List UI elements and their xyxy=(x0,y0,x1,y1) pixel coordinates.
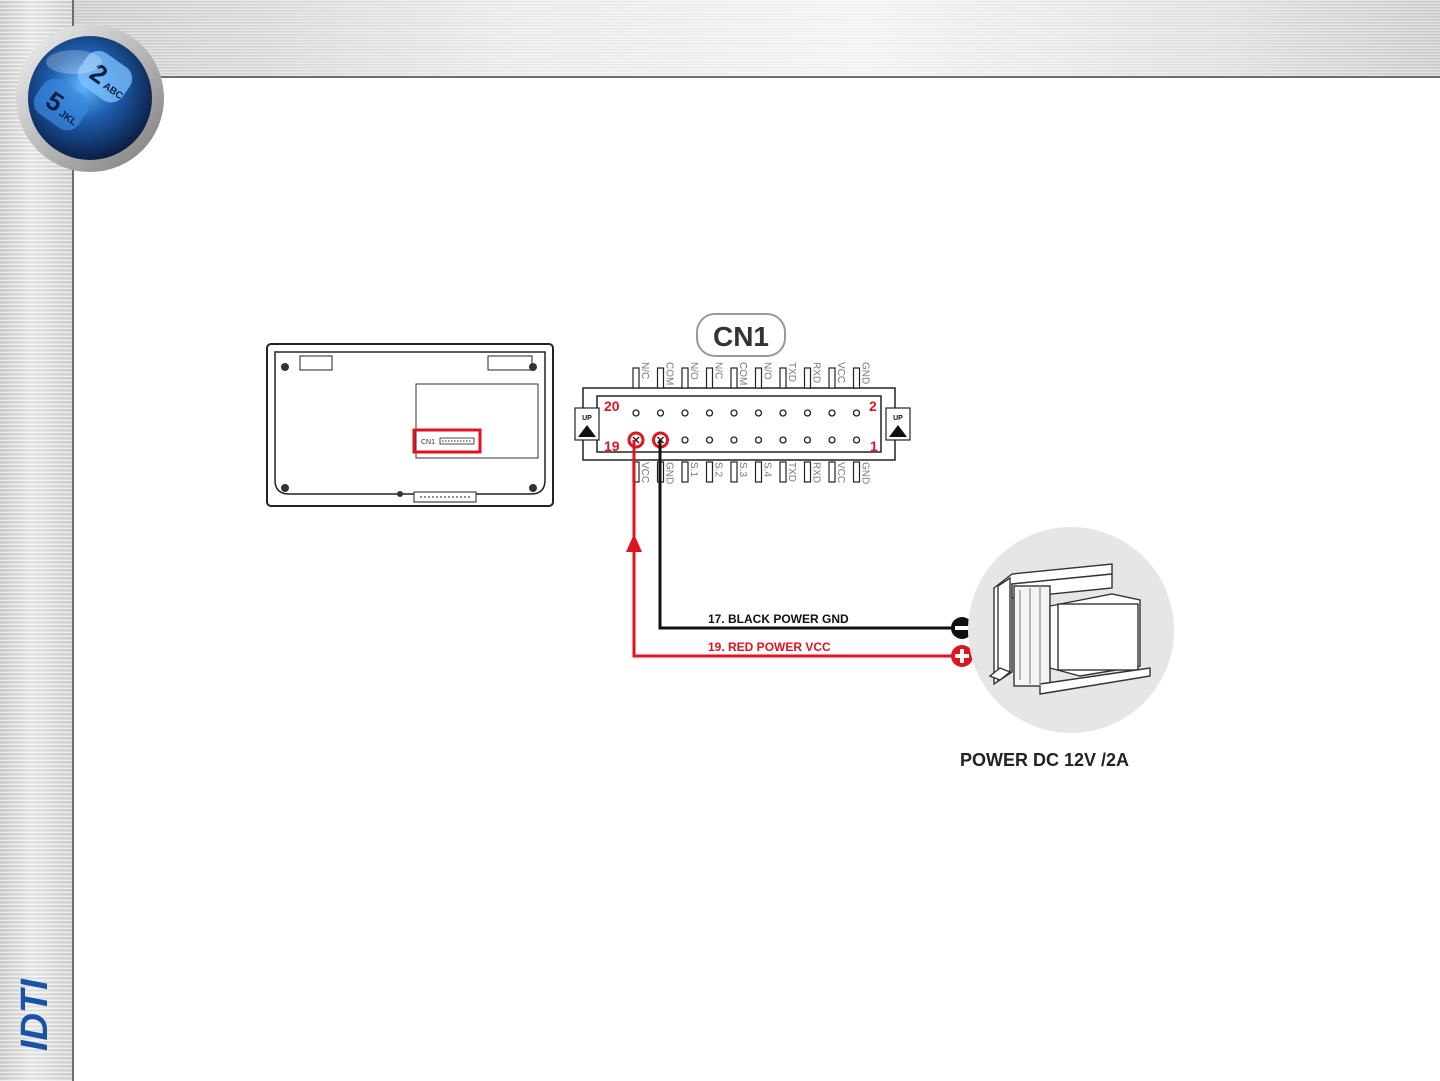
pin xyxy=(682,437,688,443)
black-wire-label: 17. BLACK POWER GND xyxy=(708,612,849,626)
pin-2-label: 2 xyxy=(869,398,877,414)
power-supply: POWER DC 12V /2A xyxy=(960,527,1174,770)
pin-20-label: 20 xyxy=(604,398,620,414)
pin xyxy=(805,410,811,416)
pin xyxy=(658,410,664,416)
pin-lead xyxy=(756,462,762,482)
cn1-title: CN1 xyxy=(713,321,769,352)
pin-label: N/O xyxy=(762,362,773,380)
pin xyxy=(731,410,737,416)
pin-lead xyxy=(658,368,664,388)
pin xyxy=(756,410,762,416)
pin-lead xyxy=(731,368,737,388)
device-connector-label: CN1 xyxy=(421,439,435,446)
pin xyxy=(829,410,835,416)
pin-lead xyxy=(854,368,860,388)
pin-lead xyxy=(633,368,639,388)
pin xyxy=(707,410,713,416)
pin xyxy=(731,437,737,443)
pin xyxy=(854,437,860,443)
pin-lead xyxy=(682,462,688,482)
pin-lead xyxy=(805,462,811,482)
pin-label: N/O xyxy=(688,362,699,380)
pin xyxy=(829,437,835,443)
pin xyxy=(780,437,786,443)
pin xyxy=(682,410,688,416)
bottom-pin-labels: VCC GND S.1 S.2 S.3 S.4 TXD RXD VCC GND xyxy=(633,462,871,484)
pin-label: COM xyxy=(664,362,675,385)
pin-lead xyxy=(854,462,860,482)
device-back-view: CN1 xyxy=(267,344,553,506)
pin-label: GND xyxy=(664,462,675,484)
pin-label: GND xyxy=(860,462,871,484)
pin-label: N/C xyxy=(639,362,650,379)
pin-lead xyxy=(780,368,786,388)
pin-label: RXD xyxy=(811,462,822,483)
pin-lead xyxy=(682,368,688,388)
pin-label: TXD xyxy=(786,462,797,482)
pin-19-label: 19 xyxy=(604,438,620,454)
pin-lead xyxy=(829,368,835,388)
pin-label: S.3 xyxy=(737,462,748,477)
pin-lead xyxy=(707,462,713,482)
pin-label: N/C xyxy=(713,362,724,379)
pin-label: TXD xyxy=(786,362,797,382)
pin-label: VCC xyxy=(835,462,846,483)
red-wire-label: 19. RED POWER VCC xyxy=(708,640,831,654)
pin xyxy=(780,410,786,416)
pin-lead xyxy=(707,368,713,388)
pin xyxy=(756,437,762,443)
wires: 17. BLACK POWER GND 19. RED POWER VCC xyxy=(626,440,973,667)
red-arrow-icon xyxy=(626,534,642,552)
pin-lead xyxy=(829,462,835,482)
pin xyxy=(805,437,811,443)
up-label-right: UP xyxy=(893,415,903,422)
pin-label: S.4 xyxy=(762,462,773,477)
pin-lead xyxy=(731,462,737,482)
cn1-connector: CN1 UP UP 20 2 19 1 N/C COM N/O N/C COM N/O TX… xyxy=(575,314,910,484)
pin-label: VCC xyxy=(639,462,650,483)
up-label-left: UP xyxy=(582,415,592,422)
pin-lead xyxy=(805,368,811,388)
power-supply-label: POWER DC 12V /2A xyxy=(960,750,1129,770)
pin xyxy=(633,410,639,416)
pin-label: GND xyxy=(860,362,871,384)
pin-label: VCC xyxy=(835,362,846,383)
pin-label: COM xyxy=(737,362,748,385)
pin xyxy=(707,437,713,443)
pin-label: S.1 xyxy=(688,462,699,477)
pin-lead xyxy=(756,368,762,388)
pin-label: S.2 xyxy=(713,462,724,477)
pin-1-label: 1 xyxy=(870,438,878,454)
pin-lead xyxy=(780,462,786,482)
top-pin-labels: N/C COM N/O N/C COM N/O TXD RXD VCC GND xyxy=(633,362,871,388)
pin xyxy=(854,410,860,416)
pin-label: RXD xyxy=(811,362,822,383)
